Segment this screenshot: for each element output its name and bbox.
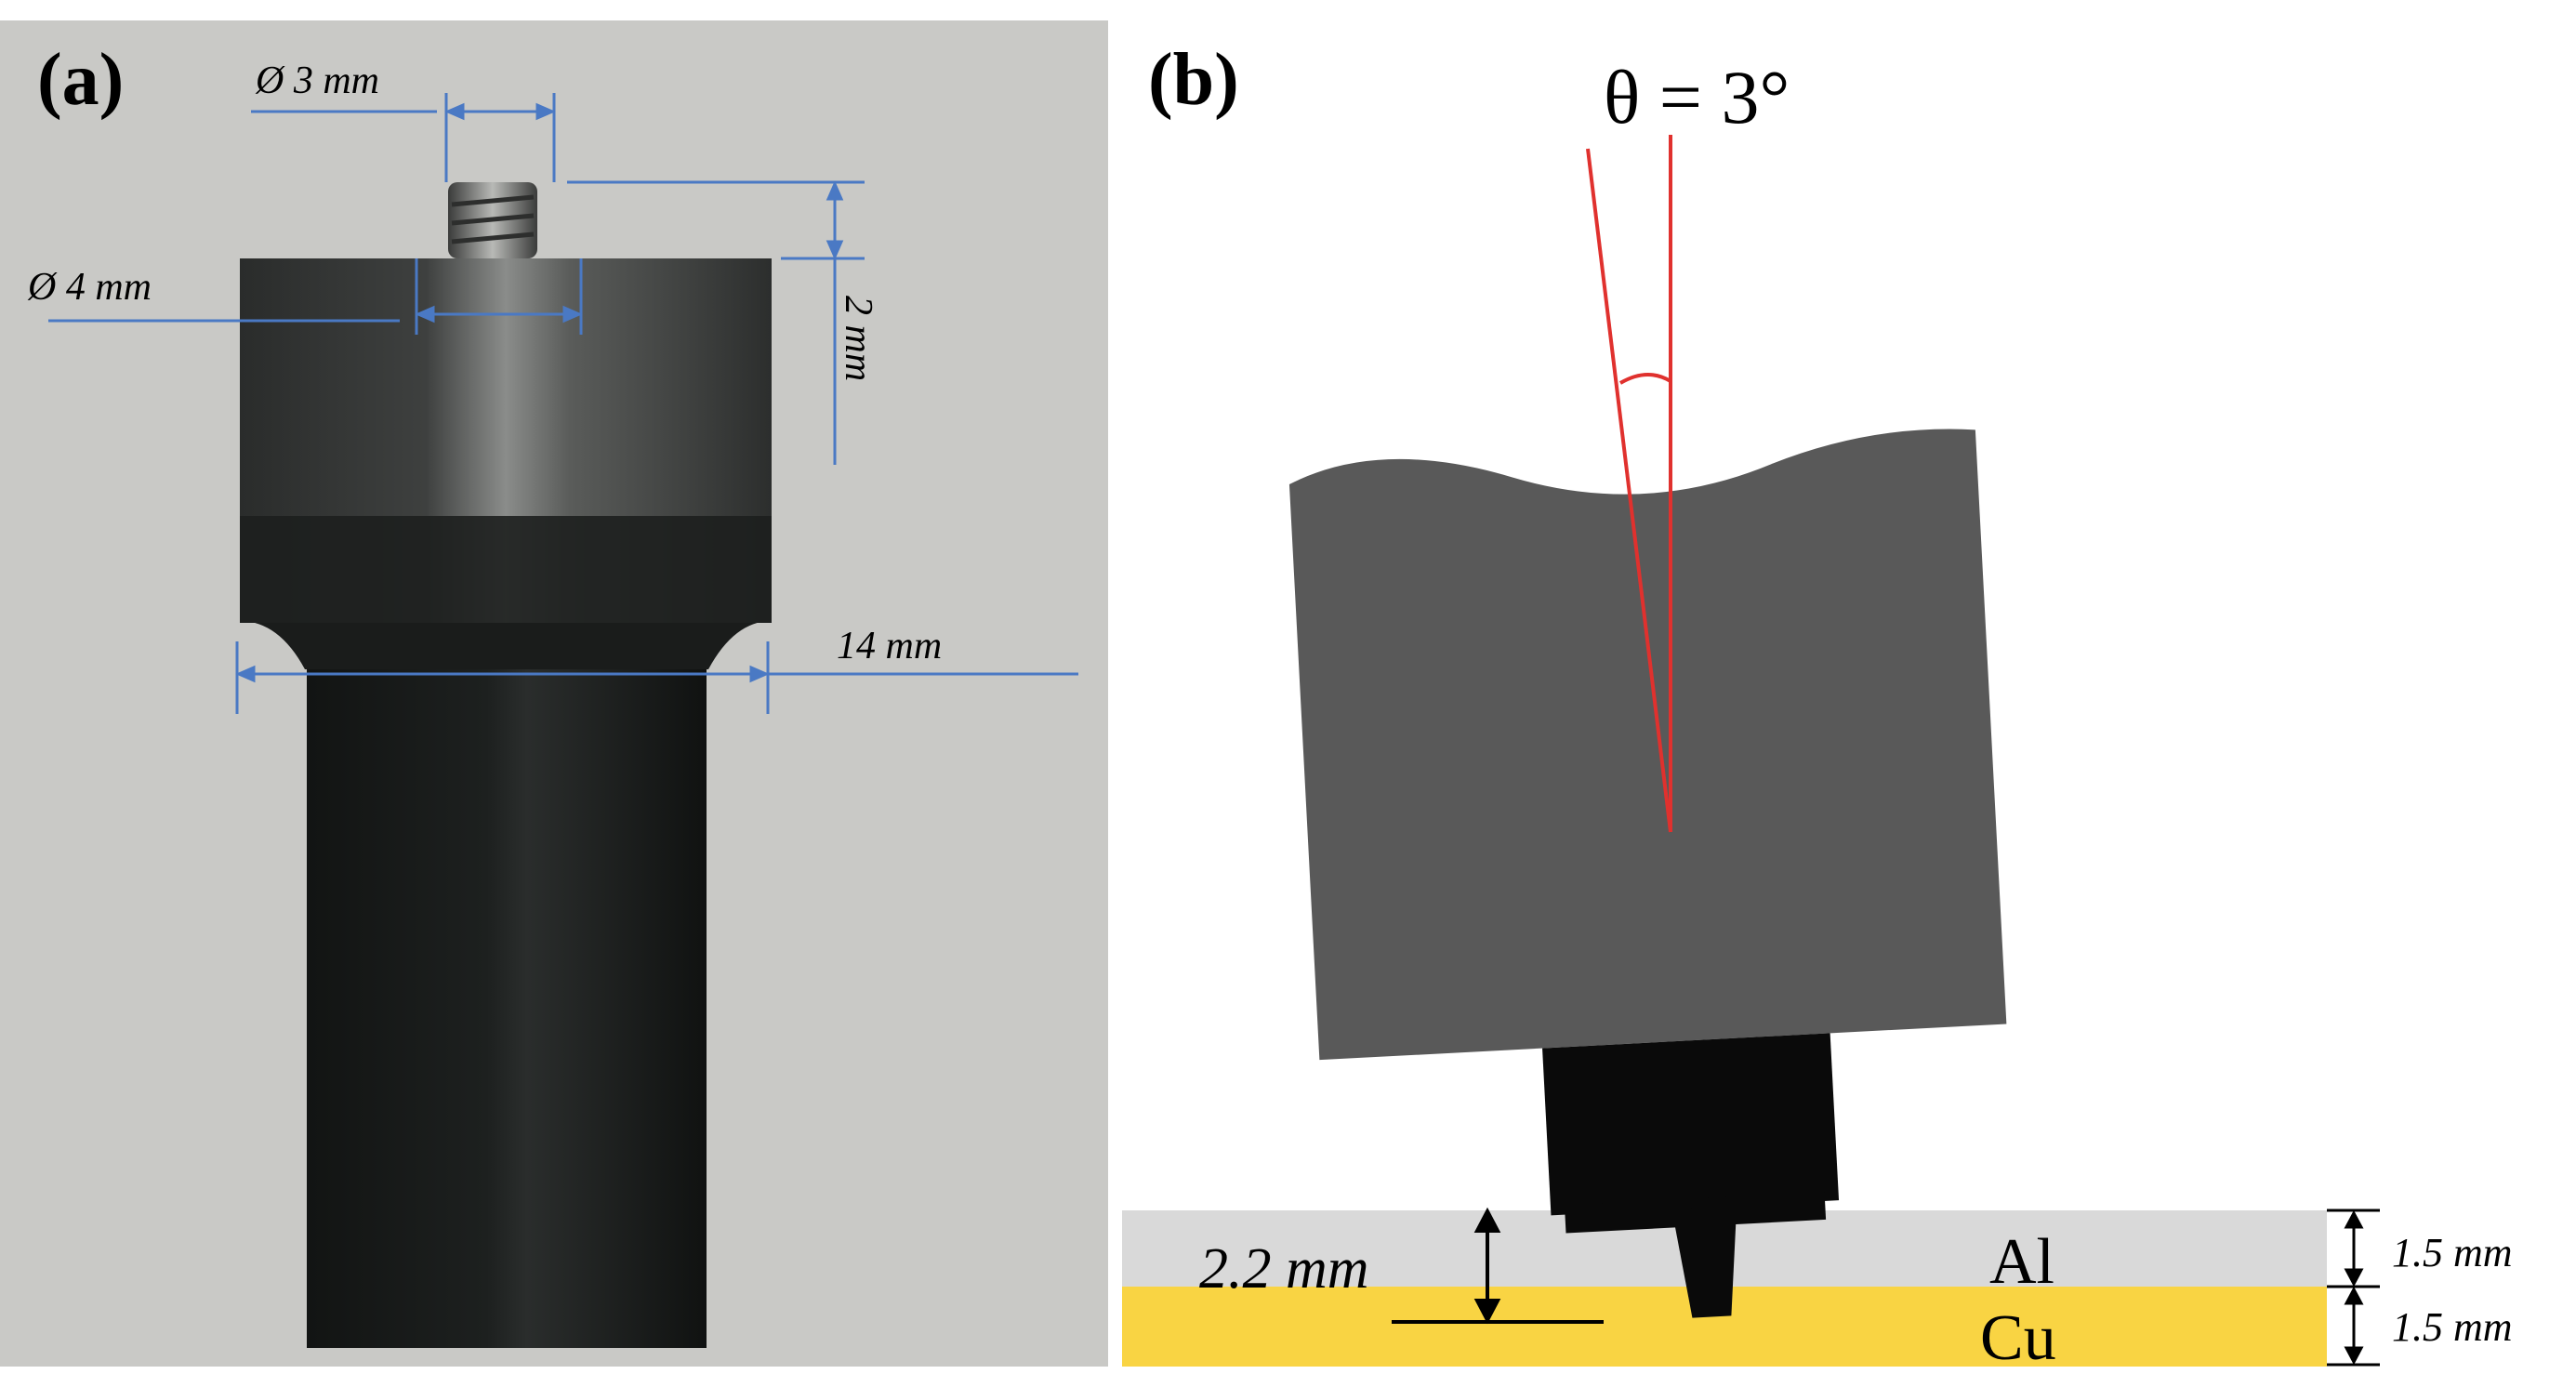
tilt-angle-label: θ = 3° <box>1604 55 1790 139</box>
tool-pin-b <box>1671 1205 1737 1318</box>
tool-shank <box>1542 1033 1840 1216</box>
pin-height-label: 2 mm <box>837 296 879 381</box>
cu-layer-label: Cu <box>1980 1302 2056 1374</box>
al-thickness-label: 1.5 mm <box>2392 1230 2513 1275</box>
plunge-depth-label: 2.2 mm <box>1199 1237 1369 1301</box>
cu-thickness-label: 1.5 mm <box>2392 1304 2513 1350</box>
tool-body <box>1288 429 2007 1061</box>
panel-b: (b) θ = 3° 2.2 mm Al Cu <box>1122 39 2513 1374</box>
pin-thread <box>451 194 535 207</box>
panel-b-label: (b) <box>1148 39 1239 121</box>
panel-a-label: (a) <box>37 39 124 121</box>
tool-neck <box>240 621 772 669</box>
tilted-tool <box>1288 429 2007 1318</box>
tool-shoulder-dark-band <box>240 516 772 623</box>
shoulder-diameter-label: 14 mm <box>837 625 942 667</box>
tool-shaft <box>307 641 707 1348</box>
pin-thread <box>451 213 535 226</box>
pin-thread <box>451 231 535 244</box>
panel-a: (a) Ø 3 mm Ø 4 mm 2 mm 14 mm <box>0 20 1108 1367</box>
tool-photo <box>240 182 772 1348</box>
thickness-dimensions <box>2327 1209 2380 1367</box>
tilt-angle-indicator <box>1586 135 1672 833</box>
pin-diameter-label: Ø 3 mm <box>255 59 379 102</box>
al-layer-label: Al <box>1989 1226 2054 1298</box>
pin-base-diameter-label: Ø 4 mm <box>27 266 152 309</box>
plunge-depth-indicator <box>1392 1207 1604 1325</box>
dimension-lines <box>48 93 1078 714</box>
